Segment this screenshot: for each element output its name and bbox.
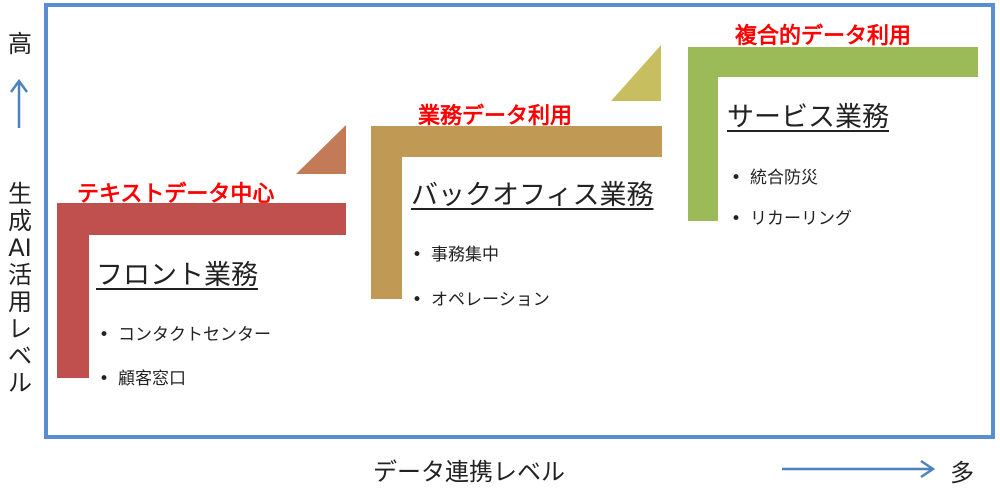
y-axis-arrow [9,78,29,128]
x-axis-arrow [782,459,936,479]
stage-3-item: リカーリング [731,204,852,229]
stage-2-level-label: 業務データ利用 [418,104,573,129]
stage-1-shape [57,125,346,378]
stage-3-title: サービス業務 [727,102,889,133]
stage-3-level-label: 複合的データ利用 [735,24,912,49]
stage-1-column [57,203,89,378]
stage-2-title: バックオフィス業務 [411,180,654,211]
stage-1-bar [57,203,346,235]
stage-2-item: オペレーション [412,285,550,310]
x-axis-title: データ連携レベル [373,458,565,486]
stage-1-item: 顧客窓口 [99,364,186,389]
stage-2-item: 事務集中 [412,240,499,265]
stage-2-column [371,126,402,299]
stage-1-title: フロント業務 [96,260,258,291]
stage-3-column [688,47,718,221]
diagram-frame [44,3,995,439]
stage-1-level-label: テキストデータ中心 [77,182,275,207]
stage-1-item: コンタクトセンター [99,320,271,345]
y-axis-high-label: 高 [8,30,32,58]
x-axis-high-label: 多 [950,459,974,487]
stage-3-item: 統合防災 [731,163,818,188]
stage-1-tip [296,125,346,174]
stage-2-shape [371,45,662,299]
stage-3-bar [688,47,978,77]
stage-2-bar [371,126,662,157]
stage-3-shape [688,47,978,221]
stage-2-tip [611,45,661,101]
y-axis-title: 生成AI活用レベル [8,180,32,397]
